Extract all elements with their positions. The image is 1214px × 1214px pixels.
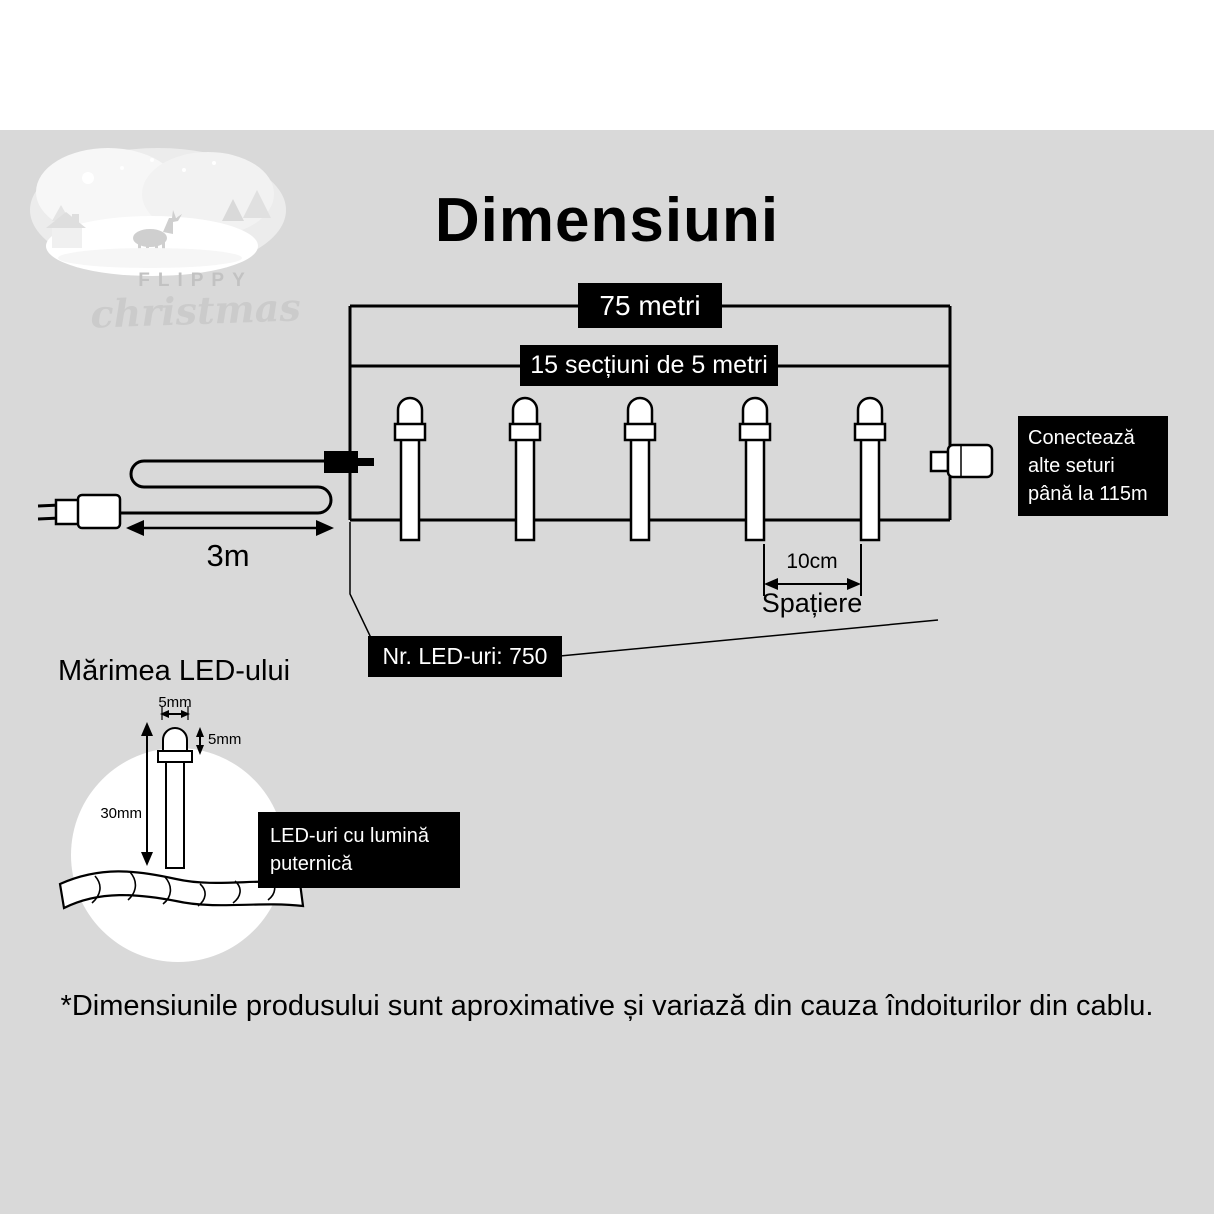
inline-connector-icon: [324, 451, 374, 473]
spacing-arrow: [763, 544, 862, 596]
led-bulb: [393, 396, 427, 542]
connect-note-label: Conectează alte seturi până la 115m: [1018, 416, 1168, 516]
led-note-label: LED-uri cu lumină puternică: [258, 812, 460, 888]
led-tip-arrow: [196, 727, 204, 755]
led-bulb: [623, 396, 657, 542]
led-height-arrow: [141, 722, 153, 866]
logo-illustration: [30, 148, 286, 276]
led-width-label: 5mm: [158, 694, 192, 711]
led-count-pointer-lines: [349, 522, 939, 657]
total-length-label: 75 metri: [578, 283, 722, 328]
led-width-arrow: [160, 706, 190, 720]
magnified-led: [157, 727, 193, 869]
led-bulb: [508, 396, 542, 542]
twisted-cable: [58, 870, 305, 910]
sections-label: 15 secțiuni de 5 metri: [520, 345, 778, 386]
lead-cable: [116, 459, 333, 515]
lead-length-label: 3m: [206, 538, 250, 573]
logo-brand-script: christmas: [89, 284, 302, 337]
spacing-value-label: 10cm: [786, 550, 838, 573]
spacing-caption-label: Spațiere: [761, 588, 863, 618]
end-connector-icon: [929, 443, 994, 479]
led-tip-height-label: 5mm: [208, 731, 242, 748]
led-size-heading: Mărimea LED-ului: [58, 655, 291, 687]
led-bulb: [738, 396, 772, 542]
led-total-height-label: 30mm: [100, 805, 142, 822]
power-plug-icon: [37, 493, 122, 530]
logo-brand-name: FLIPPY: [138, 270, 253, 291]
lead-length-arrow: [126, 520, 334, 536]
footnote-text: *Dimensiunile produsului sunt aproximati…: [60, 990, 1154, 1022]
page-title: Dimensiuni: [434, 186, 780, 255]
led-bulb: [853, 396, 887, 542]
led-count-label: Nr. LED-uri: 750: [368, 636, 562, 677]
